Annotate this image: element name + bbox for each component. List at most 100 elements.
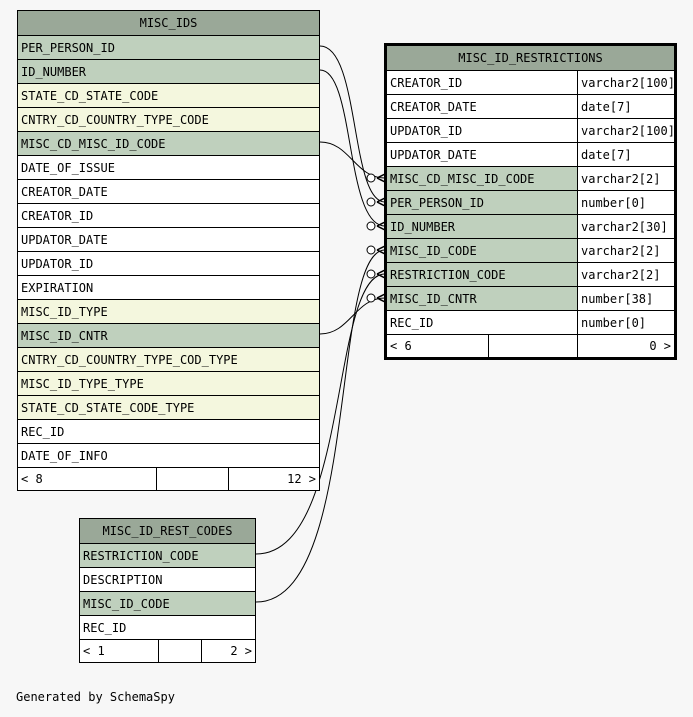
column-type: date[7] — [577, 143, 674, 166]
column-name: REC_ID — [21, 425, 65, 439]
column-type: number[38] — [577, 287, 674, 310]
column-row[interactable]: STATE_CD_STATE_CODE_TYPE — [18, 396, 319, 420]
column-row[interactable]: MISC_ID_CNTR number[38] — [387, 287, 674, 311]
column-row[interactable]: CREATOR_ID varchar2[100] — [387, 71, 674, 95]
footer-children-count: 0 > — [577, 335, 674, 357]
column-row[interactable]: EXPIRATION — [18, 276, 319, 300]
column-row[interactable]: CNTRY_CD_COUNTRY_TYPE_CODE — [18, 108, 319, 132]
link-misc-id-cntr — [319, 297, 386, 335]
column-row[interactable]: STATE_CD_STATE_CODE — [18, 84, 319, 108]
column-row[interactable]: RESTRICTION_CODE — [80, 544, 255, 568]
link-end-marker — [366, 221, 376, 231]
table-misc-id-restrictions[interactable]: MISC_ID_RESTRICTIONS CREATOR_ID varchar2[… — [384, 43, 677, 360]
column-name: MISC_CD_MISC_ID_CODE — [21, 137, 166, 151]
column-row[interactable]: MISC_ID_TYPE_TYPE — [18, 372, 319, 396]
column-row[interactable]: MISC_ID_CNTR — [18, 324, 319, 348]
link-per-person-id — [319, 45, 386, 203]
column-type: date[7] — [577, 95, 674, 118]
column-row[interactable]: PER_PERSON_ID number[0] — [387, 191, 674, 215]
table-misc-id-rest-codes[interactable]: MISC_ID_REST_CODES RESTRICTION_CODE DESCR… — [79, 518, 256, 663]
link-misc-id-code — [255, 249, 386, 603]
table-misc-ids[interactable]: MISC_IDS PER_PERSON_ID ID_NUMBER STATE_CD_… — [17, 10, 320, 491]
column-row[interactable]: CREATOR_DATE date[7] — [387, 95, 674, 119]
link-end-marker — [366, 293, 376, 303]
table-footer: < 1 2 > — [80, 640, 255, 662]
column-row[interactable]: CNTRY_CD_COUNTRY_TYPE_COD_TYPE — [18, 348, 319, 372]
column-row[interactable]: UPDATOR_ID varchar2[100] — [387, 119, 674, 143]
footer-spacer — [156, 468, 228, 490]
crowfoot-icon — [376, 293, 386, 303]
link-end-marker — [366, 197, 376, 207]
table-title: MISC_ID_REST_CODES — [80, 519, 255, 544]
crowfoot-icon — [376, 245, 386, 255]
column-row[interactable]: MISC_ID_CODE — [80, 592, 255, 616]
column-name: MISC_ID_CNTR — [21, 329, 108, 343]
footer-parents-count: < 6 — [390, 339, 412, 353]
column-name: DATE_OF_ISSUE — [21, 161, 115, 175]
column-name: MISC_ID_TYPE — [21, 305, 108, 319]
column-name: RESTRICTION_CODE — [83, 549, 199, 563]
column-type: varchar2[2] — [577, 263, 674, 286]
column-name: PER_PERSON_ID — [21, 41, 115, 55]
column-name: PER_PERSON_ID — [390, 196, 484, 210]
column-name: CREATOR_DATE — [390, 100, 477, 114]
column-name: ID_NUMBER — [21, 65, 87, 79]
column-name: MISC_ID_CODE — [390, 244, 477, 258]
column-row[interactable]: UPDATOR_DATE — [18, 228, 319, 252]
crowfoot-icon — [376, 221, 386, 231]
crowfoot-icon — [376, 269, 386, 279]
column-type: varchar2[100] — [577, 71, 674, 94]
column-row[interactable]: CREATOR_ID — [18, 204, 319, 228]
column-row[interactable]: ID_NUMBER — [18, 60, 319, 84]
column-name: UPDATOR_DATE — [21, 233, 108, 247]
column-name: UPDATOR_ID — [390, 124, 463, 138]
column-name: MISC_ID_CODE — [83, 597, 170, 611]
column-row[interactable]: PER_PERSON_ID — [18, 36, 319, 60]
column-type: varchar2[2] — [577, 239, 674, 262]
footer-parents-count: < 1 — [83, 644, 105, 658]
link-id-number — [319, 69, 386, 227]
column-type: varchar2[2] — [577, 167, 674, 190]
column-name: CREATOR_ID — [390, 76, 463, 90]
crowfoot-icon — [376, 173, 386, 183]
footer-spacer — [488, 335, 577, 357]
column-type: varchar2[100] — [577, 119, 674, 142]
column-row[interactable]: REC_ID — [80, 616, 255, 640]
link-misc-cd-code — [319, 141, 386, 179]
column-type: number[0] — [577, 311, 674, 334]
column-name: MISC_CD_MISC_ID_CODE — [390, 172, 535, 186]
column-name: MISC_ID_CNTR — [390, 292, 477, 306]
column-row[interactable]: DATE_OF_INFO — [18, 444, 319, 468]
column-type: varchar2[30] — [577, 215, 674, 238]
generated-by-label: Generated by SchemaSpy — [16, 690, 175, 704]
column-name: DESCRIPTION — [83, 573, 163, 587]
column-row[interactable]: MISC_ID_CODE varchar2[2] — [387, 239, 674, 263]
table-title: MISC_IDS — [18, 11, 319, 36]
column-row[interactable]: MISC_CD_MISC_ID_CODE — [18, 132, 319, 156]
column-name: CREATOR_ID — [21, 209, 94, 223]
column-name: CNTRY_CD_COUNTRY_TYPE_CODE — [21, 113, 209, 127]
column-name: CREATOR_DATE — [21, 185, 108, 199]
column-type: number[0] — [577, 191, 674, 214]
column-name: STATE_CD_STATE_CODE — [21, 89, 159, 103]
column-row[interactable]: MISC_ID_TYPE — [18, 300, 319, 324]
table-title: MISC_ID_RESTRICTIONS — [387, 46, 674, 71]
column-row[interactable]: UPDATOR_ID — [18, 252, 319, 276]
column-name: RESTRICTION_CODE — [390, 268, 506, 282]
crowfoot-icon — [376, 197, 386, 207]
column-row[interactable]: DESCRIPTION — [80, 568, 255, 592]
column-name: STATE_CD_STATE_CODE_TYPE — [21, 401, 195, 415]
column-row[interactable]: RESTRICTION_CODE varchar2[2] — [387, 263, 674, 287]
column-row[interactable]: CREATOR_DATE — [18, 180, 319, 204]
column-name: DATE_OF_INFO — [21, 449, 108, 463]
column-row[interactable]: DATE_OF_ISSUE — [18, 156, 319, 180]
column-name: EXPIRATION — [21, 281, 94, 295]
column-row[interactable]: MISC_CD_MISC_ID_CODE varchar2[2] — [387, 167, 674, 191]
column-row[interactable]: REC_ID — [18, 420, 319, 444]
footer-parents-count: < 8 — [21, 472, 43, 486]
link-end-marker — [366, 245, 376, 255]
